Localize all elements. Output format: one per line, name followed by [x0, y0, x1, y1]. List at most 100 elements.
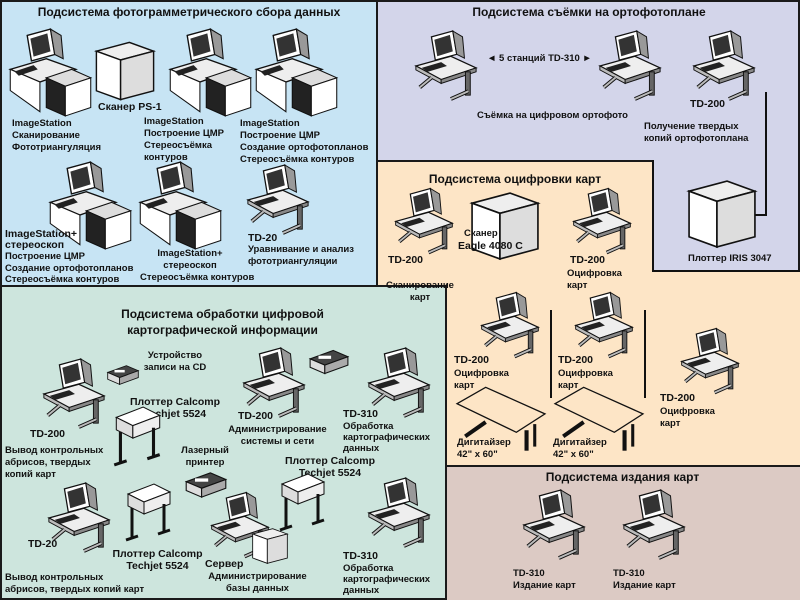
label: Плоттер Calcomp [129, 396, 221, 408]
label: Стереосъёмка контуров [140, 272, 255, 283]
label: Оцифровка [454, 368, 509, 379]
label: Обработка [343, 421, 394, 432]
label: Eagle 4080 C [458, 240, 523, 252]
label: картографических [343, 574, 431, 585]
label: 42" x 60" [553, 449, 594, 460]
processing-title: картографической информации [127, 323, 318, 337]
label: TD-200 [454, 354, 490, 366]
label: TD-20 [28, 538, 58, 550]
label: Оцифровка [558, 368, 613, 379]
connector-line [752, 214, 767, 216]
publishing-region [445, 465, 800, 600]
label: Уравнивание и анализ [248, 244, 354, 255]
label: Оцифровка [660, 406, 715, 417]
label: Techjet 5524 [126, 560, 189, 572]
label: Оцифровка [567, 268, 622, 279]
scanner-icon [92, 38, 158, 104]
plotter-iris-icon [684, 176, 760, 252]
label: базы данных [226, 583, 289, 594]
label: TD-200 [690, 98, 726, 110]
label: TD-310 [613, 568, 645, 579]
survey-label: Съёмка на цифровом ортофото [477, 110, 628, 121]
workstation-icon [244, 162, 312, 237]
label: TD-200 [558, 354, 594, 366]
label: системы и сети [240, 436, 315, 447]
label: Обработка [343, 563, 394, 574]
label: стереоскоп [163, 260, 217, 271]
label: Лазерный [181, 445, 229, 456]
label: TD-200 [30, 428, 66, 440]
label: Администрирование [228, 424, 327, 435]
photogrammetry-title: Подсистема фотограмметрического сбора да… [37, 5, 341, 19]
workstation-icon [478, 290, 542, 360]
label: ImageStation [240, 118, 300, 129]
connector-line [550, 310, 552, 398]
orthophoto-title: Подсистема съёмки на ортофотоплане [472, 5, 706, 19]
label: TD-200 [660, 392, 696, 404]
label: ImageStation [144, 116, 204, 127]
scanner-eagle-icon [465, 188, 545, 264]
label: Стереосъёмка контуров [240, 154, 355, 165]
processing-region [0, 285, 447, 600]
label: TD-310 [343, 550, 379, 562]
label: карт [567, 280, 588, 291]
label: карт [409, 292, 431, 303]
label: ImageStation [12, 118, 72, 129]
label: Стереосъёмка [144, 140, 212, 151]
label: TD-310 [343, 408, 379, 420]
workstation-icon [392, 186, 456, 256]
label: контуров [144, 152, 188, 163]
label: 42" x 60" [457, 449, 498, 460]
label: ImageStation+ [157, 248, 223, 259]
workstation-icon [570, 186, 634, 256]
label: Построение ЦМР [5, 251, 86, 262]
label: Издание карт [513, 580, 576, 591]
label: Создание ортофотопланов [5, 263, 134, 274]
divider [652, 270, 800, 272]
label: данных [343, 585, 380, 596]
label: Вывод контрольных [5, 572, 104, 583]
label: Фототриангуляция [12, 142, 102, 153]
imagestation-icon [168, 27, 253, 117]
label: фототриангуляции [248, 256, 338, 267]
label: TD-310 [513, 568, 545, 579]
digitizing-title: Подсистема оцифровки карт [428, 172, 602, 186]
workstation-icon [678, 326, 742, 396]
imagestation-icon [8, 27, 93, 117]
label: копий карт [5, 469, 56, 480]
label: TD-200 [570, 254, 606, 266]
processing-title: Подсистема обработки цифровой [121, 307, 324, 321]
stations-label: ◄ 5 станций TD-310 ► [487, 53, 592, 64]
plotter-iris-label: Плоттер IRIS 3047 [688, 253, 772, 264]
imagestation-icon [254, 27, 339, 117]
label: картографических [343, 432, 431, 443]
workstation-icon [690, 28, 758, 103]
publishing-title: Подсистема издания карт [545, 470, 700, 484]
label: Techjet 5524 [298, 467, 362, 479]
plotter-icon [112, 405, 164, 467]
label: Создание ортофотопланов [240, 142, 369, 153]
label: Сканирование [12, 130, 80, 141]
workstation-icon [365, 475, 433, 550]
label: Администрирование [208, 571, 307, 582]
connector-line [644, 310, 646, 398]
divider [652, 160, 654, 272]
label: карт [454, 380, 475, 391]
workstation-icon [596, 28, 664, 103]
label: Плоттер Calcomp [112, 548, 203, 560]
label: Построение ЦМР [240, 130, 321, 141]
connector-line [765, 92, 767, 216]
label: абрисов, твердых копий карт [5, 584, 145, 595]
label: карт [660, 418, 681, 429]
workstation-icon [412, 28, 480, 103]
label: Плоттер Calcomp [284, 455, 376, 467]
label: Сканер [464, 228, 498, 239]
workstation-icon [620, 487, 688, 562]
workstation-icon [40, 356, 108, 431]
label: стереоскоп [5, 239, 65, 251]
label: Стереосъёмка контуров [5, 274, 120, 285]
workstation-icon [572, 290, 636, 360]
label: Сканирование [386, 280, 454, 291]
label: Устройство [147, 350, 203, 361]
label: данных [343, 443, 380, 454]
